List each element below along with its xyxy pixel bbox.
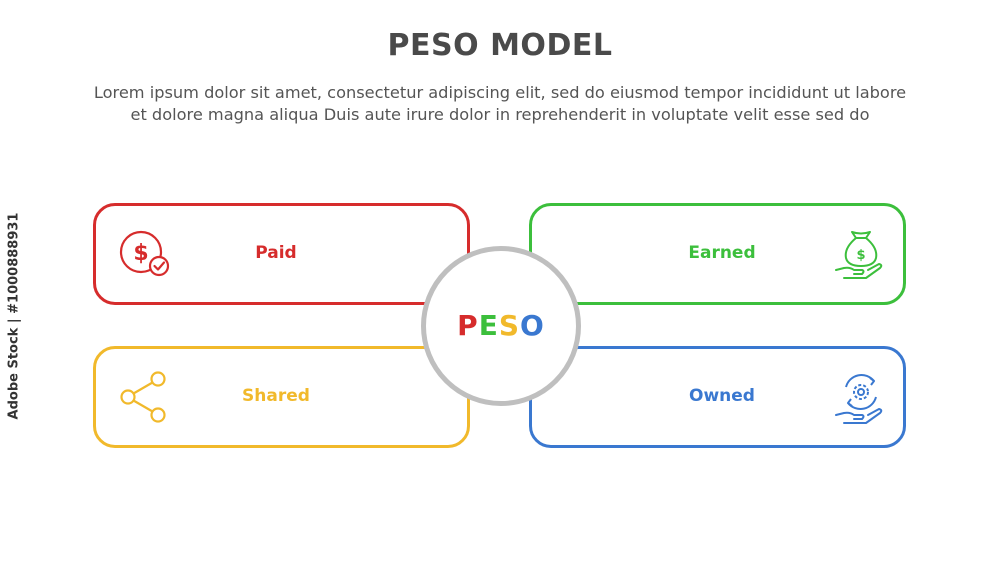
dollar-check-icon: $ (119, 230, 170, 277)
card-paid: $ Paid (93, 203, 470, 305)
description: Lorem ipsum dolor sit amet, consectetur … (0, 82, 1000, 126)
card-label-owned: Owned (689, 386, 755, 406)
peso-letter-o: O (520, 309, 545, 342)
card-owned: Owned (529, 346, 906, 448)
card-label-paid: Paid (255, 243, 297, 263)
page-title: PESO MODEL (387, 28, 613, 63)
peso-letter-s: S (498, 309, 521, 342)
card-label-earned: Earned (688, 243, 756, 263)
peso-wordmark: PESO (426, 251, 576, 401)
peso-letter-p: P (457, 309, 479, 342)
svg-text:$: $ (133, 241, 148, 266)
peso-letter-e: E (478, 309, 499, 342)
card-earned: $ Earned (529, 203, 906, 305)
money-bag-hand-icon: $ (835, 231, 883, 279)
share-icon (120, 371, 166, 423)
description-line-2: et dolore magna aliqua Duis aute irure d… (130, 105, 870, 124)
side-credit-text: Adobe Stock | #1000888931 (6, 212, 22, 420)
gear-hand-icon (835, 374, 883, 424)
card-shared: Shared (93, 346, 470, 448)
svg-text:$: $ (856, 248, 865, 263)
description-line-1: Lorem ipsum dolor sit amet, consectetur … (93, 83, 907, 102)
center-circle: PESO (421, 246, 581, 406)
card-label-shared: Shared (242, 386, 310, 406)
